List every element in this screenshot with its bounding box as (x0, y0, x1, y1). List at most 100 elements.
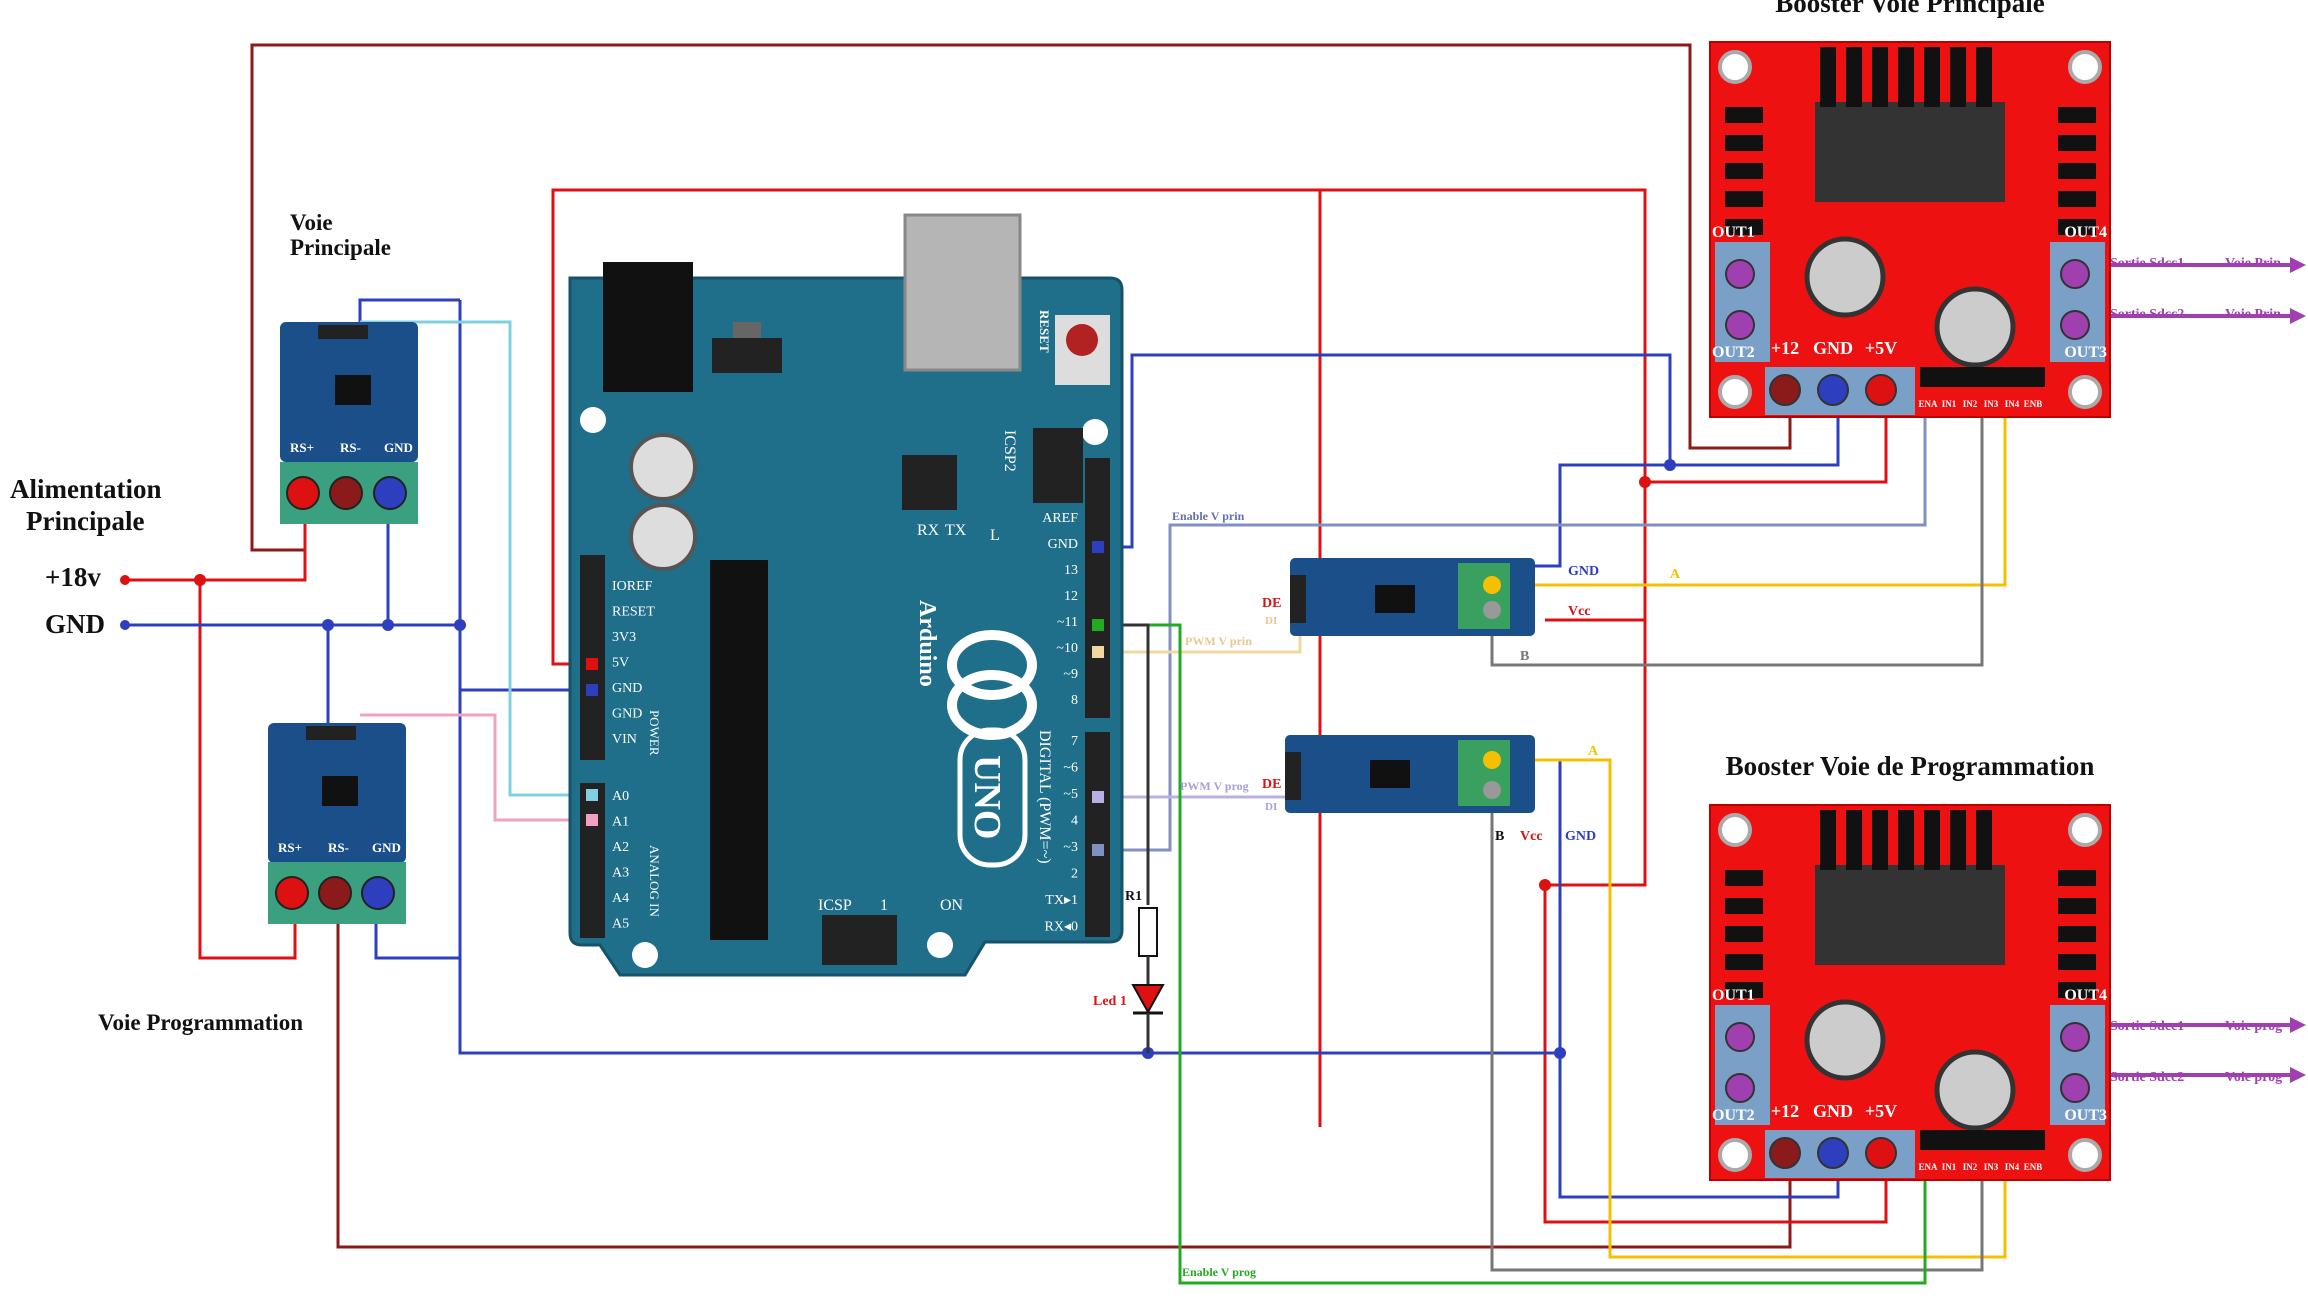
arduino-pin-a0[interactable] (586, 789, 598, 801)
arduino-icsp-one: 1 (880, 897, 888, 914)
arduino-pin-a1[interactable] (586, 814, 598, 826)
booster-prog-pin-in3-label: IN3 (1984, 1162, 1999, 1172)
booster-main-left-fin (1725, 219, 1763, 235)
arduino-power-header (580, 555, 605, 760)
arduino-power-jack (603, 262, 693, 392)
sensor-main-label-2: Principale (290, 235, 391, 260)
arrow-out-prog-2 (2290, 1067, 2306, 1083)
booster-main-right-fin (2058, 135, 2096, 151)
wire-green-enable-prog (1105, 623, 1927, 1285)
arduino-pin-label: AREF (1042, 511, 1078, 526)
booster-prog-right-fin (2058, 898, 2096, 914)
label-gnd-1: GND (1568, 564, 1599, 579)
booster-prog-pin-ena-label: ENA (1918, 1162, 1938, 1172)
label-vcc-2: Vcc (1520, 829, 1543, 844)
booster-prog-gnd-screw (1817, 1137, 1849, 1169)
junction-gnd-left (120, 620, 130, 630)
arduino-pin-label: 13 (1064, 563, 1078, 578)
arduino-uno: RESET ICSP2 ICSP 1 Arduino UNO DIGITAL (… (568, 213, 1124, 977)
booster-main-title: Booster Voie Principale (1775, 0, 2045, 18)
sensor-main-label-1: Voie (290, 210, 333, 235)
arduino-pin-gnd-top[interactable] (1092, 541, 1104, 553)
booster-main-out2-screw (1725, 310, 1755, 340)
wire-blue-arduino-gnd (358, 298, 460, 322)
booster-prog-heatsink-fin (1950, 810, 1966, 870)
wire-blue-top (1090, 353, 1840, 549)
rs485-2-pins (1285, 752, 1301, 800)
arduino-pin-11[interactable] (1092, 619, 1104, 631)
booster-prog-pin-in1-label: IN1 (1942, 1162, 1957, 1172)
booster-main-gnd-screw (1817, 374, 1849, 406)
sensor-main-term-1 (286, 476, 320, 510)
booster-prog-pin-in4-label: IN4 (2005, 1162, 2020, 1172)
arduino-pin-3[interactable] (1092, 844, 1104, 856)
booster-main-heatsink (1815, 102, 2005, 202)
booster-prog-logic-header (1920, 1130, 2045, 1150)
arduino-pin-label: ~9 (1063, 667, 1078, 682)
arduino-analog-label: ANALOG IN (647, 845, 662, 917)
power-title-line2: Principale (26, 506, 144, 536)
sensor-main-term-2 (329, 476, 363, 510)
booster-prog-hole-4 (2068, 1138, 2102, 1172)
sensor-main-rsm: RS- (340, 440, 361, 455)
booster-main-pin-ena-label: ENA (1918, 399, 1938, 409)
arduino-pin-10[interactable] (1092, 646, 1104, 658)
label-de-1: DE (1262, 596, 1281, 611)
booster-prog-pin-enb-label: ENB (2024, 1162, 2043, 1172)
booster-main-voie1-label: Voie Prin (2225, 256, 2281, 271)
wire-lightblue-a0 (360, 320, 590, 797)
arduino-pin-gnd[interactable] (586, 684, 598, 696)
arduino-l: L (990, 527, 1000, 544)
arduino-pin-5v[interactable] (586, 658, 598, 670)
arduino-reset-button[interactable] (1066, 324, 1098, 356)
sensor-prog-jumper (306, 726, 356, 740)
arduino-usb-port (903, 213, 1022, 372)
booster-prog-heatsink-fin (1820, 810, 1836, 870)
booster-prog-left-fin (1725, 926, 1763, 942)
arduino-pin-5[interactable] (1092, 791, 1104, 803)
wire-yellow-a2 (1492, 758, 2007, 1259)
sensor-main-gnd: GND (384, 440, 413, 455)
wire-gray-b1 (1490, 398, 1984, 667)
booster-main-heatsink-fin (1820, 47, 1836, 107)
wire-red-18v (125, 503, 307, 582)
sensor-prog-label: Voie Programmation (98, 1010, 303, 1035)
arduino-digital-label: DIGITAL (PWM=~) (1036, 730, 1053, 864)
booster-main-left-fin (1725, 163, 1763, 179)
booster-main-voie2-label: Voie Prin (2225, 307, 2281, 322)
arduino-tx: TX (945, 522, 967, 539)
booster-prog-out2-screw (1725, 1073, 1755, 1103)
label-b-1: B (1520, 649, 1529, 664)
booster-main-heatsink-fin (1976, 47, 1992, 107)
wire-darkred-main (250, 43, 1792, 552)
booster-main-out3-label: OUT3 (2064, 344, 2107, 361)
sensor-main-rsp: RS+ (290, 440, 314, 455)
r1-led: R1 Led 1 (1093, 889, 1165, 1053)
booster-prog-out2-label: OUT2 (1712, 1107, 1755, 1124)
arduino-pin-label: 8 (1071, 693, 1078, 708)
sensor-prog-term-1 (275, 876, 309, 910)
label-pwm-prin: PWM V prin (1185, 634, 1252, 648)
booster-prog-right-fin (2058, 954, 2096, 970)
wire-darkred-prog (336, 905, 1792, 1249)
booster-prog-pin-in2-label: IN2 (1963, 1162, 1978, 1172)
booster-prog-right-fin (2058, 870, 2096, 886)
booster-main-capacitor-2 (1934, 286, 2016, 368)
arduino-pin-label: RX◂0 (1045, 920, 1078, 935)
booster-prog-heatsink (1815, 865, 2005, 965)
booster-main-heatsink-fin (1950, 47, 1966, 107)
booster-main-left-fin (1725, 107, 1763, 123)
arduino-board (568, 276, 1124, 977)
arduino-atmega-chip (710, 560, 768, 940)
booster-prog-out4-screw (2060, 1022, 2090, 1052)
arduino-pin-label: GND (612, 681, 642, 696)
wire-gray-b2 (1490, 808, 1984, 1272)
booster-prog-out1-label: OUT1 (1712, 987, 1755, 1004)
arduino-icsp-label: ICSP (818, 897, 852, 914)
power-title-line1: Alimentation (10, 474, 162, 504)
r1-resistor (1138, 907, 1158, 957)
arduino-pin-label: ~3 (1063, 840, 1078, 855)
arduino-regulator (712, 338, 782, 373)
booster-main-out4-screw (2060, 259, 2090, 289)
booster-main-sortie2-label: Sortie Sdcc2 (2110, 307, 2184, 322)
